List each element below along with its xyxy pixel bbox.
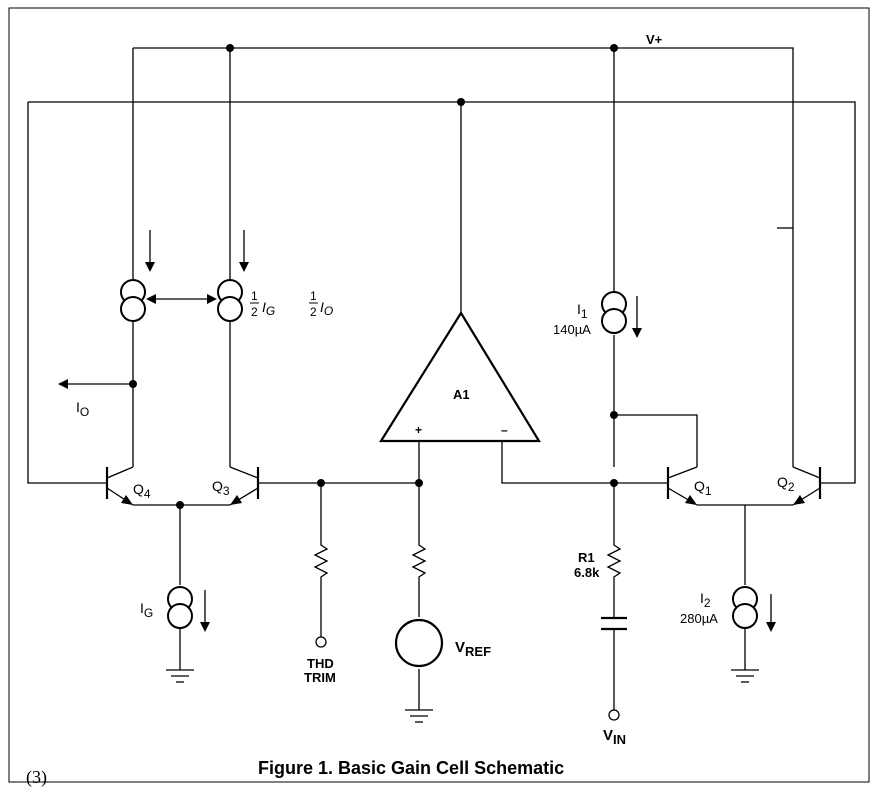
ground-icons bbox=[166, 669, 759, 723]
ig-label: IG bbox=[140, 600, 153, 620]
r1-label: R1 bbox=[578, 550, 595, 565]
half-ig-label: 1 2 IG bbox=[250, 289, 275, 319]
figure-border bbox=[8, 7, 870, 783]
terminal-icons bbox=[315, 636, 620, 721]
opamp-label: A1 bbox=[453, 387, 470, 402]
svg-text:1: 1 bbox=[310, 289, 317, 303]
q3-label: Q3 bbox=[212, 478, 230, 498]
svg-text:2: 2 bbox=[251, 305, 258, 319]
half-io-label: 1 2 IO bbox=[309, 289, 333, 319]
current-source-i1 bbox=[601, 291, 627, 334]
opamp-a1 bbox=[379, 310, 541, 443]
transistor-q2 bbox=[792, 466, 822, 506]
page-marker: (3) bbox=[26, 767, 47, 787]
q2-label: Q2 bbox=[777, 474, 795, 494]
svg-text:IO: IO bbox=[320, 299, 333, 318]
transistor-q1 bbox=[666, 466, 698, 506]
r1-value: 6.8k bbox=[574, 565, 600, 580]
q1-label: Q1 bbox=[694, 478, 712, 498]
resistor-vref bbox=[411, 540, 427, 582]
junction-dots bbox=[129, 44, 618, 509]
current-source-io-left bbox=[120, 279, 146, 322]
voltage-source-vref bbox=[394, 618, 444, 668]
resistor-r1 bbox=[606, 540, 622, 582]
thd-label-line1: THD bbox=[307, 656, 334, 671]
current-source-ig bbox=[167, 586, 193, 629]
svg-text:2: 2 bbox=[310, 305, 317, 319]
resistor-thd bbox=[313, 540, 329, 582]
capacitor bbox=[601, 616, 627, 631]
transistor-q3 bbox=[229, 466, 260, 506]
svg-text:IG: IG bbox=[262, 299, 275, 318]
io-output-arrow-icon bbox=[58, 379, 133, 389]
down-arrow-icons bbox=[145, 230, 776, 632]
i1-value: 140µA bbox=[553, 322, 591, 337]
vplus-label: V+ bbox=[646, 32, 663, 47]
transistor-q4 bbox=[105, 466, 134, 506]
vref-label: VREF bbox=[455, 639, 491, 659]
io-label: IO bbox=[76, 399, 89, 419]
thd-label-line2: TRIM bbox=[304, 670, 336, 685]
vin-label: VIN bbox=[603, 727, 626, 747]
opamp-plus-label: + bbox=[415, 423, 422, 437]
svg-text:1: 1 bbox=[251, 289, 258, 303]
current-source-i2 bbox=[732, 586, 758, 629]
current-source-half-ig bbox=[217, 279, 243, 322]
i2-value: 280µA bbox=[680, 611, 718, 626]
figure-caption: Figure 1. Basic Gain Cell Schematic bbox=[258, 758, 564, 778]
i2-label: I2 bbox=[700, 590, 711, 610]
coupling-double-arrow bbox=[146, 294, 217, 304]
q4-label: Q4 bbox=[133, 481, 151, 501]
opamp-minus-label: – bbox=[501, 423, 508, 437]
i1-label: I1 bbox=[577, 301, 588, 321]
